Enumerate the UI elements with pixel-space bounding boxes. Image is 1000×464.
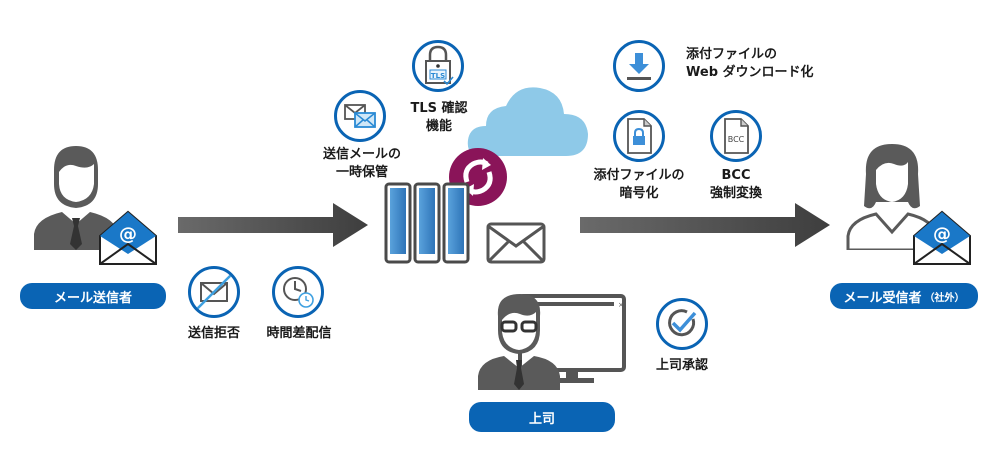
approval-label: 上司承認 [655, 358, 708, 373]
encrypt-label-line1: 添付ファイルの [593, 168, 685, 183]
hold-label-line2: 一時保管 [335, 165, 388, 180]
reject-label: 送信拒否 [187, 326, 240, 341]
tls-label-line1: TLS 確認 [410, 101, 468, 116]
person-glasses-icon [478, 294, 560, 390]
recipient-figure: @ [836, 140, 976, 270]
recipient-label-suffix: （社外） [924, 292, 965, 304]
boss-label-text: 上司 [528, 411, 555, 427]
tls-label-line2: 機能 [425, 119, 452, 134]
download-label-line2: Web ダウンロード化 [686, 65, 814, 80]
tls-feature-icon: TLS [412, 40, 464, 92]
bcc-label-line2: 強制変換 [709, 186, 762, 201]
approval-feature-icon [656, 298, 708, 350]
sender-label-text: メール送信者 [53, 290, 132, 306]
bcc-label-line1: BCC [721, 168, 751, 183]
server-icon [384, 182, 470, 264]
encrypt-feature-icon [613, 110, 665, 162]
locked-file-icon [627, 118, 652, 154]
blocked-mail-icon [192, 270, 236, 314]
svg-text:×: × [618, 301, 624, 309]
mails-icon [344, 104, 376, 128]
tls-badge-text: TLS [431, 72, 445, 80]
clock-icon [283, 277, 314, 308]
tls-label: TLS 確認 機能 [394, 100, 484, 136]
svg-text:@: @ [119, 224, 137, 245]
svg-text:@: @ [933, 224, 951, 245]
download-feature-icon [613, 40, 665, 92]
recipient-label: メール受信者（社外） [830, 283, 978, 309]
download-label-line1: 添付ファイルの [686, 47, 778, 62]
sender-label: メール送信者 [20, 283, 166, 309]
check-icon [668, 309, 697, 337]
flow-arrow-1 [178, 203, 368, 247]
mail-envelope-icon [486, 222, 546, 264]
person-icon [34, 146, 118, 250]
boss-figure: × [474, 290, 634, 400]
bcc-badge-text: BCC [728, 135, 745, 144]
download-label: 添付ファイルの Web ダウンロード化 [686, 46, 814, 82]
recipient-label-text: メール受信者 [843, 290, 922, 306]
email-at-icon: @ [913, 210, 971, 265]
flow-arrow-2 [580, 203, 830, 247]
boss-label: 上司 [469, 402, 615, 432]
bcc-feature-icon: BCC [710, 110, 762, 162]
hold-label-line1: 送信メールの [322, 147, 401, 162]
encrypt-label: 添付ファイルの 暗号化 [584, 167, 694, 203]
hold-label: 送信メールの 一時保管 [312, 146, 412, 182]
delay-feature-icon [272, 266, 324, 318]
sender-figure: @ [18, 140, 158, 270]
reject-feature-icon [188, 266, 240, 318]
lock-tls-icon: TLS [425, 45, 454, 86]
bcc-file-icon: BCC [724, 118, 749, 154]
hold-feature-icon [334, 90, 386, 142]
email-at-icon: @ [99, 210, 157, 265]
bcc-label: BCC 強制変換 [696, 167, 776, 203]
delay-label: 時間差配信 [266, 326, 332, 341]
encrypt-label-line2: 暗号化 [619, 186, 659, 201]
cloud-icon [467, 87, 588, 156]
download-icon [627, 53, 651, 80]
